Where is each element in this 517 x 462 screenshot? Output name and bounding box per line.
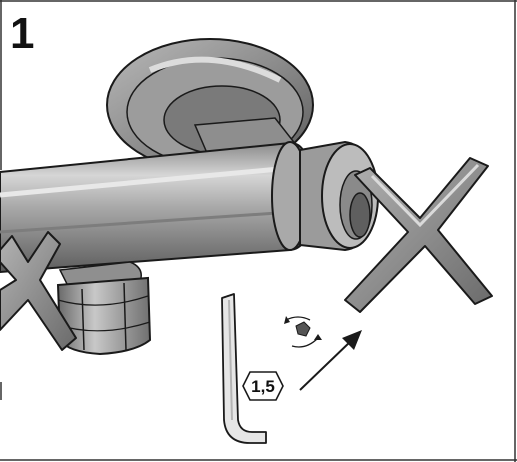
left-cross-handle: [0, 231, 77, 351]
outlet-nut: [56, 261, 152, 356]
hex-size-label: 1,5: [251, 377, 275, 396]
grub-screw-icon: [284, 316, 322, 348]
hex-size-badge: 1,5: [242, 371, 284, 401]
right-valve-housing: [299, 140, 380, 252]
allen-key: [221, 293, 267, 444]
right-cross-handle: [344, 157, 493, 313]
direction-arrow: [299, 330, 362, 391]
step-number: 1: [10, 9, 35, 58]
